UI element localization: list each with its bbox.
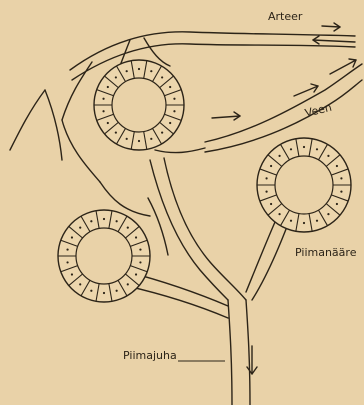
- cell-nucleus: [66, 261, 68, 263]
- cell-nucleus: [102, 98, 104, 100]
- cell-nucleus: [340, 177, 342, 179]
- cell-nucleus: [265, 191, 267, 193]
- cell-nucleus: [278, 213, 280, 215]
- cell-nucleus: [90, 220, 92, 222]
- cell-nucleus: [127, 227, 129, 229]
- cell-nucleus: [102, 110, 104, 112]
- artery-arrow-right: [322, 26, 340, 27]
- cell-nucleus: [139, 248, 141, 250]
- cell-nucleus: [340, 191, 342, 193]
- cell-nucleus: [336, 165, 338, 167]
- cell-nucleus: [173, 110, 175, 112]
- cell-nucleus: [126, 70, 128, 72]
- cell-nucleus: [270, 203, 272, 205]
- cell-nucleus: [116, 220, 118, 222]
- cell-nucleus: [173, 98, 175, 100]
- milk-duct-label: Piimajuha: [123, 349, 177, 362]
- cell-nucleus: [316, 148, 318, 150]
- cell-nucleus: [138, 140, 140, 142]
- cell-nucleus: [126, 138, 128, 140]
- alveolus-lower-left: [58, 210, 150, 302]
- cell-nucleus: [336, 203, 338, 205]
- cell-nucleus: [71, 236, 73, 238]
- cell-nucleus: [71, 273, 73, 275]
- cell-nucleus: [127, 283, 129, 285]
- cell-nucleus: [79, 283, 81, 285]
- alveolus-upper-left: [94, 60, 184, 150]
- cell-nucleus: [161, 131, 163, 133]
- cell-nucleus: [265, 177, 267, 179]
- cell-nucleus: [138, 68, 140, 70]
- alveolus-right: [257, 138, 351, 232]
- cell-nucleus: [135, 236, 137, 238]
- cell-nucleus: [327, 155, 329, 157]
- cell-nucleus: [303, 146, 305, 148]
- cell-nucleus: [116, 290, 118, 292]
- cell-nucleus: [161, 76, 163, 78]
- cell-nucleus: [115, 131, 117, 133]
- cell-nucleus: [327, 213, 329, 215]
- cell-nucleus: [107, 86, 109, 88]
- cell-nucleus: [290, 148, 292, 150]
- cell-nucleus: [303, 222, 305, 224]
- cell-nucleus: [115, 76, 117, 78]
- cell-nucleus: [107, 122, 109, 124]
- cell-nucleus: [90, 290, 92, 292]
- cell-nucleus: [316, 220, 318, 222]
- cell-nucleus: [135, 273, 137, 275]
- cell-nucleus: [66, 248, 68, 250]
- cell-nucleus: [139, 261, 141, 263]
- cell-nucleus: [169, 86, 171, 88]
- cell-nucleus: [103, 292, 105, 294]
- cell-nucleus: [79, 227, 81, 229]
- cell-nucleus: [270, 165, 272, 167]
- alveolus-label: Piimanääre: [295, 246, 357, 259]
- cell-nucleus: [278, 155, 280, 157]
- artery-label: Arteer: [268, 10, 303, 23]
- cell-nucleus: [103, 218, 105, 220]
- cell-nucleus: [150, 70, 152, 72]
- cell-nucleus: [169, 122, 171, 124]
- cell-nucleus: [150, 138, 152, 140]
- cell-nucleus: [290, 220, 292, 222]
